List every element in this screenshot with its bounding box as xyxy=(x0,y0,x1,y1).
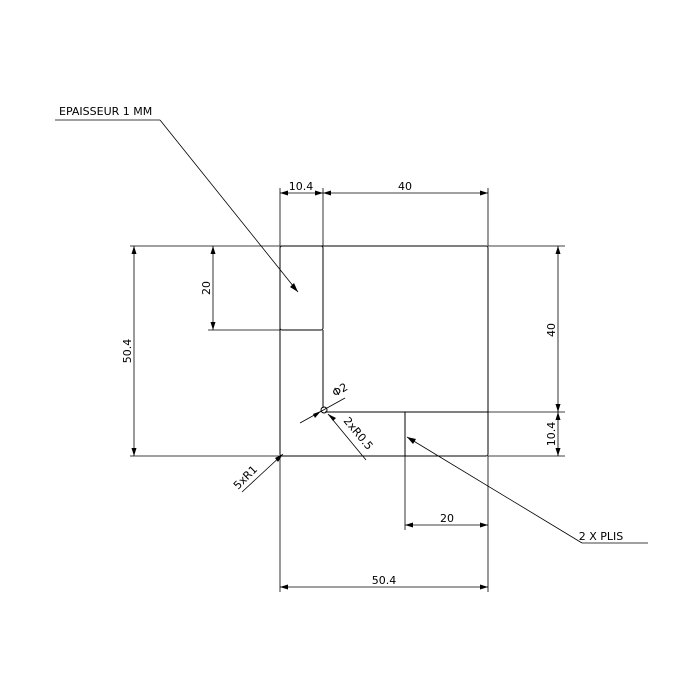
labels: EPAISSEUR 1 MM 2 X PLIS 10.4 40 20 50.4 … xyxy=(59,105,623,587)
corner-leader xyxy=(241,453,284,493)
thickness-leader xyxy=(159,119,299,293)
main-plate xyxy=(279,245,489,457)
folds-note: 2 X PLIS xyxy=(579,530,624,543)
relief-callout: 2xR0.5 xyxy=(341,415,376,453)
leaders xyxy=(55,119,648,544)
dimension-lines xyxy=(131,190,561,590)
dim-left-total: 50.4 xyxy=(121,339,134,364)
hole-callout: Φ2 xyxy=(330,381,350,400)
hole-leader xyxy=(299,397,346,424)
dim-bottom-tab: 20 xyxy=(440,512,454,525)
corner-callout: 5xR1 xyxy=(231,463,260,492)
relief-leader xyxy=(327,413,367,461)
dim-left-tab: 20 xyxy=(200,281,213,295)
folds-leader xyxy=(406,436,583,544)
extension-lines xyxy=(130,188,565,592)
dim-right-bottom: 10.4 xyxy=(545,422,558,447)
dim-top-left: 10.4 xyxy=(289,180,314,193)
part-outline xyxy=(279,245,489,457)
dim-right-top: 40 xyxy=(545,323,558,337)
dim-top-right: 40 xyxy=(398,180,412,193)
thickness-note: EPAISSEUR 1 MM xyxy=(59,105,152,118)
dim-bottom-total: 50.4 xyxy=(372,574,397,587)
left-fold-tab xyxy=(279,245,324,331)
relief-hole xyxy=(320,406,328,414)
